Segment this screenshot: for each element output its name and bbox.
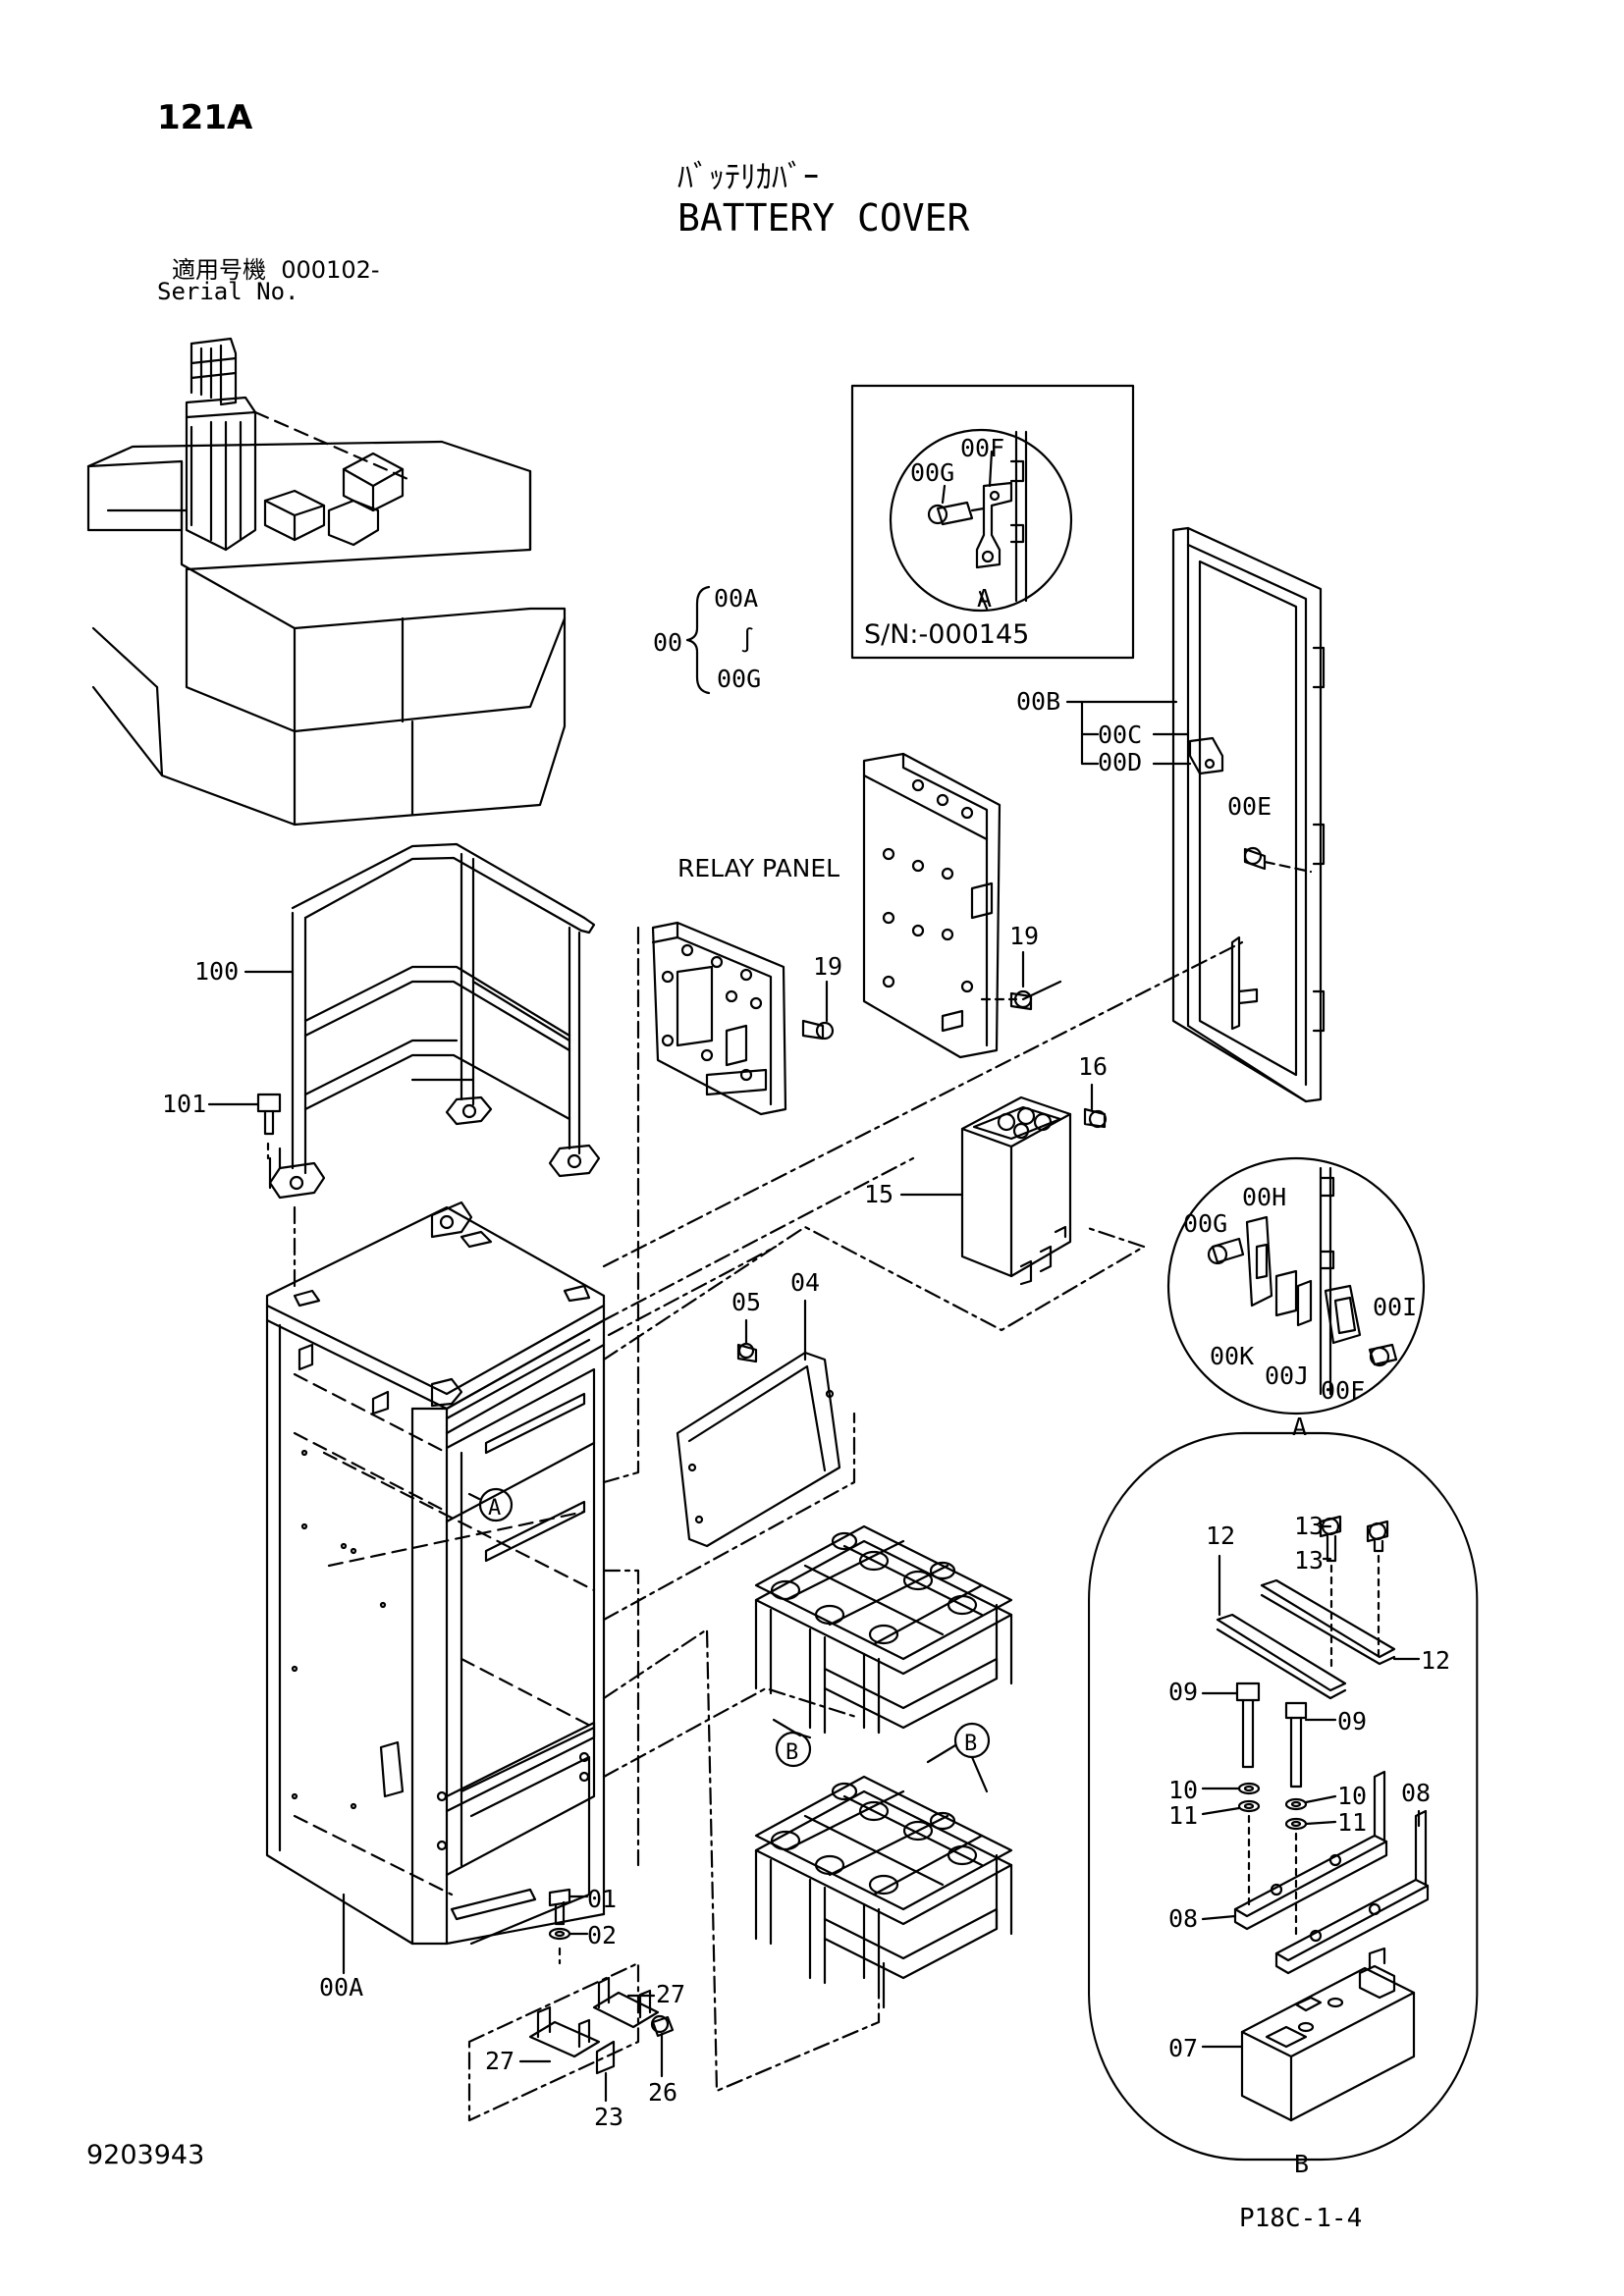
- label-13-a: 13: [1294, 1512, 1324, 1540]
- label-serial-limit: S/N:-000145: [864, 619, 1029, 650]
- label-00e: 00E: [1227, 792, 1272, 821]
- label-02: 02: [587, 1921, 617, 1949]
- label-00d: 00D: [1098, 748, 1142, 776]
- door-assembly: [1171, 526, 1326, 1103]
- leader-10-right: [1304, 1794, 1337, 1804]
- leader-11-right: [1304, 1820, 1337, 1826]
- label-100: 100: [194, 957, 239, 986]
- label-07: 07: [1168, 2034, 1198, 2062]
- label-27-left: 27: [485, 2047, 514, 2075]
- label-a-right: A: [1292, 1413, 1307, 1441]
- label-00k: 00K: [1210, 1342, 1254, 1370]
- label-12-top: 12: [1206, 1522, 1235, 1550]
- label-11-left: 11: [1168, 1801, 1198, 1830]
- label-10-right: 10: [1337, 1782, 1367, 1810]
- label-05: 05: [731, 1288, 761, 1316]
- label-00g-range: 00G: [717, 665, 761, 693]
- page-number: 121A: [157, 98, 253, 137]
- label-00b: 00B: [1016, 687, 1060, 716]
- serial-value: 000102-: [281, 256, 380, 284]
- handrail: [256, 842, 601, 1200]
- label-00g-right: 00G: [1183, 1209, 1227, 1238]
- ref-circle-a: A: [488, 1496, 501, 1521]
- label-00f-right: 00F: [1321, 1376, 1365, 1405]
- label-08-right: 08: [1401, 1779, 1431, 1807]
- label-00h: 00H: [1242, 1183, 1286, 1211]
- leader-00b: [1065, 700, 1192, 766]
- label-00g-top: 00G: [910, 458, 954, 487]
- label-00j: 00J: [1265, 1362, 1309, 1390]
- label-26: 26: [648, 2078, 677, 2107]
- serial-label-japanese: 適用号機 000102-: [172, 250, 380, 285]
- serial-label-jp-text: 適用号機: [172, 256, 266, 284]
- cover-plate: [676, 1342, 841, 1548]
- label-04: 04: [790, 1268, 820, 1297]
- label-09-right: 09: [1337, 1707, 1367, 1735]
- page-reference: P18C-1-4: [1239, 2204, 1363, 2233]
- assembly-brace: [685, 585, 711, 695]
- detail-a-right: [1166, 1156, 1426, 1415]
- label-00i: 00I: [1373, 1293, 1417, 1321]
- machine-overview: [86, 337, 567, 827]
- label-101: 101: [162, 1090, 206, 1118]
- label-09-left: 09: [1168, 1678, 1198, 1706]
- label-00c: 00C: [1098, 721, 1142, 749]
- battery-box: [265, 926, 1244, 2122]
- bracket-set: [528, 1976, 675, 2075]
- label-10-left: 10: [1168, 1776, 1198, 1804]
- label-23: 23: [594, 2103, 623, 2131]
- label-b: B: [1294, 2150, 1309, 2178]
- label-08-left: 08: [1168, 1904, 1198, 1933]
- label-a-top: A: [977, 584, 992, 613]
- relay-panel: [651, 752, 1062, 1116]
- ref-circle-b2: B: [964, 1732, 977, 1756]
- label-13-b: 13: [1294, 1546, 1324, 1575]
- label-range-mark: ∫: [740, 626, 754, 654]
- ref-circle-b1: B: [785, 1740, 798, 1765]
- leader-11-left: [1201, 1806, 1241, 1816]
- document-number: 9203943: [86, 2140, 205, 2170]
- controller-15: [960, 1095, 1108, 1286]
- label-15: 15: [864, 1180, 893, 1208]
- label-19-right: 19: [1009, 922, 1039, 950]
- label-00a: 00A: [319, 1973, 363, 2002]
- detail-a-top: [850, 384, 1135, 660]
- label-relay-panel: RELAY PANEL: [677, 854, 839, 882]
- label-16: 16: [1078, 1052, 1108, 1081]
- title-japanese: ﾊﾞｯﾃﾘｶﾊﾞｰ: [677, 158, 820, 195]
- label-00: 00: [653, 628, 682, 657]
- leader-08-left: [1201, 1914, 1237, 1921]
- serial-label-english: Serial No.: [157, 278, 299, 305]
- label-19-left: 19: [813, 952, 842, 981]
- label-00f-top: 00F: [960, 434, 1004, 462]
- detail-b: [1088, 1431, 1479, 2162]
- title-english: BATTERY COVER: [677, 196, 970, 240]
- label-01: 01: [587, 1885, 617, 1913]
- battery-frames: [754, 1524, 1013, 2009]
- label-27-right: 27: [656, 1980, 685, 2008]
- label-00a-range: 00A: [714, 584, 758, 613]
- label-12-right: 12: [1421, 1646, 1450, 1675]
- label-11-right: 11: [1337, 1808, 1367, 1837]
